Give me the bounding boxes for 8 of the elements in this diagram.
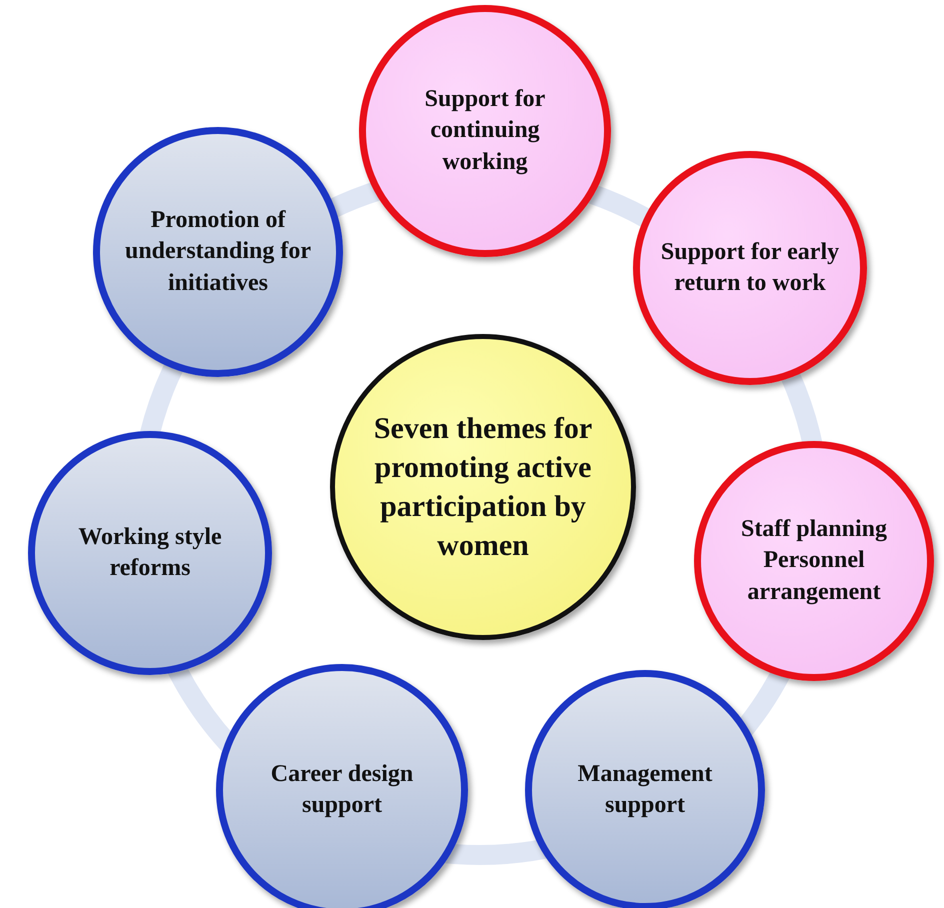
theme-label: Support for continuing working [424,85,546,177]
theme-label: Support for early return to work [660,238,840,298]
theme-label: Staff planning Personnel arrangement [740,515,888,607]
theme-label: Management support [576,760,714,820]
theme-label: Promotion of understanding for initiatives [124,206,312,298]
theme-label: Career design support [270,760,414,820]
theme-label: Seven themes for promoting active participation by women [372,411,594,564]
theme-label: Working style reforms [77,522,223,583]
